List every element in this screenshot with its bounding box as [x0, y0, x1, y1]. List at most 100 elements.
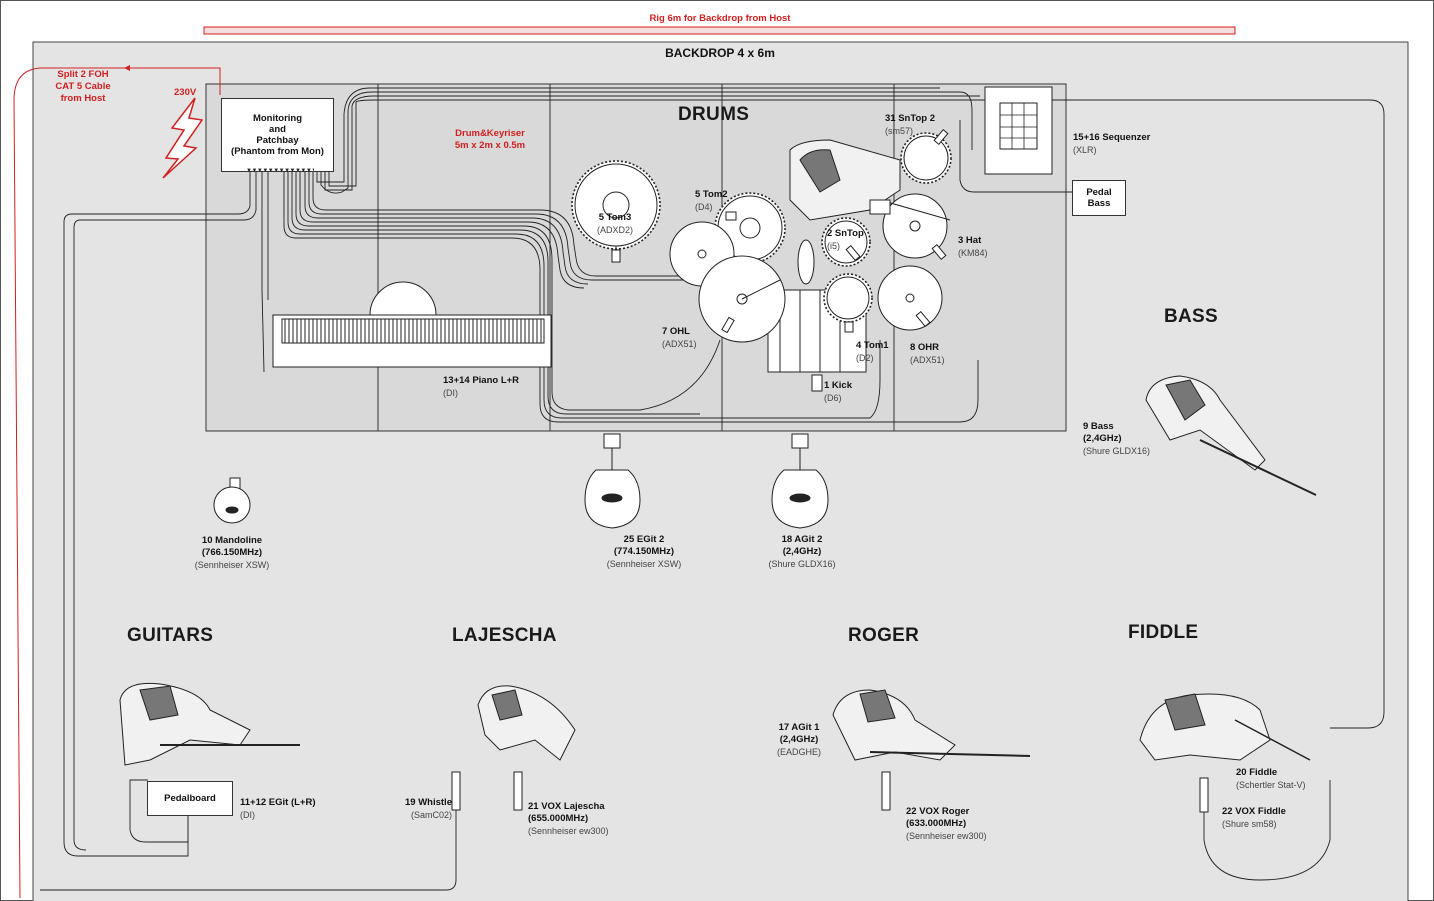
agit1-name: 17 AGit 1	[778, 722, 820, 733]
piano-keys	[281, 318, 545, 344]
pedalboard-box: Pedalboard	[147, 781, 233, 816]
split-line-2: CAT 5 Cable	[55, 81, 111, 92]
label-tom1: 4 Tom1 (D2)	[856, 340, 889, 364]
power-label: 230V	[174, 87, 197, 98]
rig-label: Rig 6m for Backdrop from Host	[649, 13, 791, 24]
players	[119, 375, 1317, 766]
monitoring-line-3: Patchbay	[256, 135, 299, 146]
tom3-name: 5 Tom3	[598, 212, 632, 223]
vox-roger-name: 22 VOX Roger	[906, 806, 970, 817]
seq-name: 15+16 Sequenzer	[1073, 132, 1151, 143]
sntop-mic: (i5)	[827, 241, 840, 251]
fiddle-name: 20 Fiddle	[1236, 767, 1278, 778]
tom1-mic: (D2)	[856, 353, 874, 363]
label-ohl: 7 OHL (ADX51)	[662, 326, 697, 350]
riser-label: Drum&Keyriser 5m x 2m x 0.5m	[440, 128, 540, 152]
drum-mics	[611, 129, 949, 334]
guitar-stands	[213, 433, 829, 529]
split-line-3: from Host	[60, 93, 106, 104]
tom1-name: 4 Tom1	[856, 340, 889, 351]
zone-fiddle: FIDDLE	[1128, 622, 1199, 643]
tom2-name: 5 Tom2	[695, 189, 728, 200]
vox-lajescha-mic: (Sennheiser ew300)	[528, 826, 609, 836]
agit1-freq: (2,4GHz)	[779, 734, 819, 745]
backdrop-label: BACKDROP 4 x 6m	[665, 46, 775, 60]
label-mandoline: 10 Mandoline (766.150MHz) (Sennheiser XS…	[172, 535, 292, 571]
agit2-name: 18 AGit 2	[781, 534, 823, 545]
ohl-mic: (ADX51)	[662, 339, 697, 349]
monitoring-patchbay-box: Monitoring and Patchbay (Phantom from Mo…	[221, 98, 334, 172]
vox-roger-mic: (Sennheiser ew300)	[906, 831, 987, 841]
whistle-mic: (SamC02)	[410, 810, 452, 820]
vox-fiddle-name: 22 VOX Fiddle	[1222, 806, 1286, 817]
patchbay-connectors: ▼▼▼▼▼▼▼▼▼▼▼▼▼▼▼▼	[246, 168, 314, 174]
hat-name: 3 Hat	[958, 235, 982, 246]
mandoline-name: 10 Mandoline	[201, 535, 263, 546]
vox-lajescha-name: 21 VOX Lajescha	[528, 801, 605, 812]
piano-name: 13+14 Piano L+R	[443, 375, 520, 386]
label-piano: 13+14 Piano L+R (DI)	[443, 375, 519, 399]
sntop-name: 2 SnTop	[827, 228, 864, 239]
mandoline-mic: (Sennheiser XSW)	[194, 560, 270, 570]
whistle-name: 19 Whistle	[405, 797, 452, 808]
label-sntop: 2 SnTop (i5)	[827, 228, 864, 252]
drum-kit	[571, 132, 952, 392]
label-fiddle: 20 Fiddle (Schertler Stat-V)	[1236, 767, 1306, 791]
piano-bench	[369, 281, 437, 316]
cable-loom	[63, 87, 1385, 857]
hat-mic: (KM84)	[958, 248, 988, 258]
monitoring-line-1: Monitoring	[252, 113, 303, 124]
sntop2-mic: (sm57)	[885, 126, 914, 136]
label-tom3: 5 Tom3 (ADXD2)	[580, 212, 650, 236]
egit-name: 11+12 EGit (L+R)	[240, 797, 316, 808]
bass-mic: (Shure GLDX16)	[1083, 446, 1151, 456]
egit2-freq: (774.150MHz)	[613, 546, 675, 557]
split-label: Split 2 FOH CAT 5 Cable from Host	[38, 69, 128, 105]
tom2-mic: (D4)	[695, 202, 713, 212]
bass-freq: (2,4GHz)	[1083, 433, 1122, 444]
tom3-mic: (ADXD2)	[596, 225, 633, 235]
label-vox-fiddle: 22 VOX Fiddle (Shure sm58)	[1222, 806, 1286, 830]
sntop2-name: 31 SnTop 2	[885, 113, 935, 124]
label-egit2: 25 EGit 2 (774.150MHz) (Sennheiser XSW)	[584, 534, 704, 570]
power-bolt-icon	[162, 97, 204, 179]
vox-fiddle-mic: (Shure sm58)	[1222, 819, 1277, 829]
agit1-mic: (EADGHE)	[776, 747, 821, 757]
monitoring-line-2: and	[269, 124, 286, 135]
label-tom2: 5 Tom2 (D4)	[695, 189, 728, 213]
zone-lajescha: LAJESCHA	[452, 625, 557, 646]
zone-drums: DRUMS	[678, 104, 750, 125]
label-agit1: 17 AGit 1 (2,4GHz) (EADGHE)	[764, 722, 834, 758]
vox-lajescha-freq: (655.000MHz)	[528, 813, 589, 824]
pedal-bass-line-2: Bass	[1087, 198, 1111, 209]
zone-roger: ROGER	[848, 625, 920, 646]
ohr-mic: (ADX51)	[910, 355, 945, 365]
label-hat: 3 Hat (KM84)	[958, 235, 988, 259]
label-agit2: 18 AGit 2 (2,4GHz) (Shure GLDX16)	[742, 534, 862, 570]
rig-bar	[203, 26, 1236, 35]
split-line-1: Split 2 FOH	[57, 69, 109, 80]
ohl-name: 7 OHL	[662, 326, 690, 337]
label-egit: 11+12 EGit (L+R) (DI)	[240, 797, 316, 821]
zone-guitars: GUITARS	[127, 625, 214, 646]
label-sequenzer: 15+16 Sequenzer (XLR)	[1073, 132, 1150, 156]
label-whistle: 19 Whistle (SamC02)	[386, 797, 452, 821]
agit2-mic: (Shure GLDX16)	[768, 559, 836, 569]
label-vox-lajescha: 21 VOX Lajescha (655.000MHz) (Sennheiser…	[528, 801, 609, 837]
seq-mic: (XLR)	[1073, 145, 1097, 155]
agit2-freq: (2,4GHz)	[782, 546, 822, 557]
egit2-mic: (Sennheiser XSW)	[606, 559, 682, 569]
riser-line-2: 5m x 2m x 0.5m	[454, 140, 526, 151]
label-vox-roger: 22 VOX Roger (633.000MHz) (Sennheiser ew…	[906, 806, 987, 842]
split-cable	[13, 67, 221, 899]
pedal-bass-line-1: Pedal	[1086, 187, 1112, 198]
ohr-name: 8 OHR	[910, 342, 940, 353]
monitoring-line-4: (Phantom from Mon)	[231, 146, 324, 157]
bass-name: 9 Bass	[1083, 421, 1114, 432]
egit-mic: (DI)	[240, 810, 255, 820]
riser-line-1: Drum&Keyriser	[455, 128, 525, 139]
zone-bass: BASS	[1164, 306, 1218, 327]
egit2-name: 25 EGit 2	[623, 534, 665, 545]
pedal-bass-box: Pedal Bass	[1072, 180, 1126, 216]
